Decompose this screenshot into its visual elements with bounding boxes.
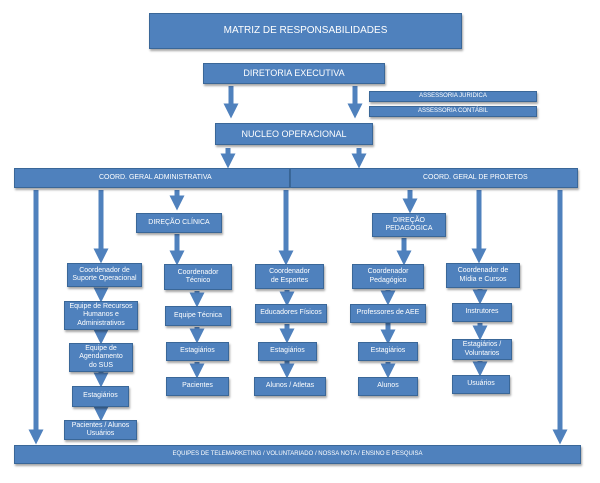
node-label: Coordenador Pedagógico [367,268,409,284]
node-label: Alunos [377,382,399,390]
node-equipes-base: EQUIPES DE TELEMARKETING / VOLUNTARIADO … [14,445,581,464]
node-assessoria-juridica: ASSESSORIA JURIDICA [369,91,537,102]
node-label: Pacientes [182,382,213,390]
node-coord-geral-administrativa: COORD. GERAL ADMINISTRATIVA [14,168,290,188]
node-coord-suporte-operacional: Coordenador de Suporte Operacional [67,263,142,287]
node-label: Alunos / Atletas [265,382,315,390]
node-estagiarios-1: Estagiários [72,386,129,407]
node-label: Instrutores [465,308,499,316]
node-label: EQUIPES DE TELEMARKETING / VOLUNTARIADO … [172,451,423,458]
node-label: DIREÇÃO CLÍNICA [148,218,210,226]
node-label: ASSESSORIA CONTÁBIL [417,108,489,115]
node-label: Equipe de Agendamento do SUS [79,345,123,369]
node-direcao-clinica: DIREÇÃO CLÍNICA [136,213,222,233]
node-coord-pedagogico: Coordenador Pedagógico [352,264,424,289]
node-label: COORD. GERAL DE PROJETOS [423,173,528,181]
node-equipe-sus: Equipe de Agendamento do SUS [69,343,133,372]
node-alunos: Alunos [358,377,418,396]
node-coord-tecnico: Coordenador Técnico [164,264,232,290]
node-label: Estagiários [270,347,305,355]
node-usuarios: Usuários [452,375,510,394]
node-equipe-rh: Equipe de Recursos Humanos e Administrat… [64,301,138,330]
diagram-title: MATRIZ DE RESPONSABILIDADES [223,25,388,37]
node-alunos-atletas: Alunos / Atletas [254,377,326,396]
node-instrutores: Instrutores [452,303,512,322]
node-label: Estagiários / Voluntarios [462,341,502,357]
node-label: ASSESSORIA JURIDICA [419,93,487,100]
node-coord-esportes: Coordenador de Esportes [255,264,324,289]
node-label: Coordenador de Suporte Operacional [72,266,137,282]
node-label: Equipe de Recursos Humanos e Administrat… [69,303,133,327]
node-label: Professores de AEE [356,309,420,317]
node-estagiarios-4: Estagiários [358,342,418,361]
node-pacientes: Pacientes [166,377,229,396]
node-nucleo-operacional: NUCLEO OPERACIONAL [215,123,373,145]
node-label: Estagiários [370,347,406,355]
node-label: Usuários [467,380,495,388]
node-label: Coordenador de Mídia e Cursos [457,267,509,283]
node-assessoria-contabil: ASSESSORIA CONTÁBIL [369,106,537,117]
node-label: Estagiários [180,347,215,355]
node-label: DIREÇÃO PEDAGÓGICA [385,216,433,232]
node-educadores-fisicos: Educadores Físicos [255,304,327,323]
node-coord-midia-cursos: Coordenador de Mídia e Cursos [446,263,520,288]
node-equipe-tecnica: Equipe Técnica [165,306,231,326]
node-label: Estagiários [83,392,118,400]
node-estagiarios-voluntarios: Estagiários / Voluntarios [452,339,512,360]
node-diretoria-executiva: DIRETORIA EXECUTIVA [203,63,385,84]
node-label: Equipe Técnica [173,311,223,319]
node-label: DIRETORIA EXECUTIVA [243,68,345,79]
node-label: Pacientes / Alunos Usuários [71,421,130,437]
node-label: Educadores Físicos [260,309,322,317]
node-estagiarios-2: Estagiários [166,342,229,361]
node-estagiarios-3: Estagiários [258,342,317,361]
node-coord-geral-projetos: COORD. GERAL DE PROJETOS [290,168,578,188]
node-professores-aee: Professores de AEE [350,304,426,323]
title-box: MATRIZ DE RESPONSABILIDADES [149,13,462,49]
node-label: Coordenador Técnico [177,268,219,284]
node-direcao-pedagogica: DIREÇÃO PEDAGÓGICA [372,213,446,237]
node-label: NUCLEO OPERACIONAL [241,128,347,139]
node-label: COORD. GERAL ADMINISTRATIVA [99,173,212,181]
node-label: Coordenador de Esportes [269,268,310,284]
node-pacientes-alunos-usuarios: Pacientes / Alunos Usuários [64,420,137,440]
